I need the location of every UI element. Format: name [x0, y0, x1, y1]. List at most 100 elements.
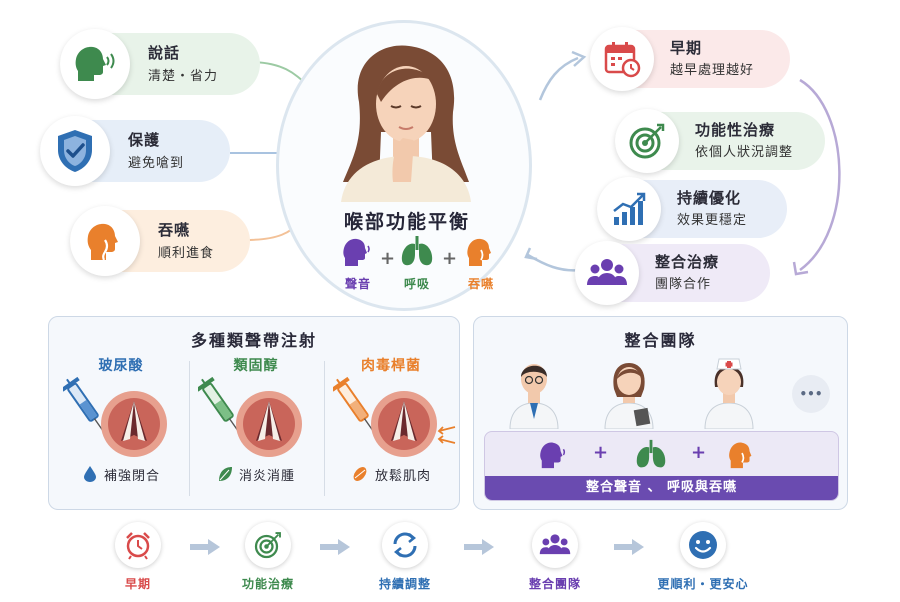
- plus-sign: +: [380, 248, 396, 269]
- water-drop-icon: [83, 466, 96, 482]
- flow-step-label: 早期: [124, 577, 151, 591]
- swallow-head-icon: [729, 442, 752, 469]
- benefit-title: 吞嚥: [158, 220, 191, 239]
- lungs-icon: [401, 236, 433, 266]
- injection-effect: 消炎消腫: [196, 457, 316, 491]
- relax-arrows-icon: [437, 426, 456, 444]
- injection-effect: 補強閉合: [61, 457, 181, 491]
- plus-sign: +: [593, 442, 609, 463]
- growth-chart-icon: [597, 177, 661, 241]
- nurse-icon: [704, 358, 754, 429]
- hub-item-label: 吞嚥: [467, 277, 494, 291]
- step-title: 功能性治療: [695, 121, 776, 140]
- calendar-clock-icon: [590, 27, 654, 91]
- lungs-icon: [636, 439, 666, 468]
- hub-item-label: 聲音: [344, 277, 371, 291]
- flow-step-label: 更順利・更安心: [657, 577, 749, 591]
- syringe-icon: [198, 376, 241, 434]
- flow-step-functional: 功能治療: [218, 522, 318, 592]
- benefit-title: 說話: [148, 43, 181, 62]
- flow-step-label: 整合團隊: [528, 577, 581, 591]
- flow-step-adjust: 持續調整: [355, 522, 455, 592]
- step-integrated-treatment: 整合治療 團隊合作: [575, 241, 770, 305]
- plus-sign: +: [691, 442, 707, 463]
- flow-step-label: 持續調整: [378, 577, 431, 591]
- step-title: 整合治療: [655, 253, 720, 272]
- syringe-icon: [63, 376, 106, 434]
- team-integration-box: + + 整合聲音 、 呼吸與吞嚥: [484, 431, 839, 501]
- flow-arrow-icon: [614, 539, 644, 555]
- team-banner: 整合聲音 、 呼吸與吞嚥: [485, 476, 838, 500]
- vocal-folds-icon: [101, 391, 167, 457]
- alarm-clock-icon: [115, 522, 161, 568]
- step-subtitle: 依個人狀況調整: [695, 145, 794, 161]
- step-subtitle: 越早處理越好: [670, 63, 755, 79]
- target-icon: [245, 522, 291, 568]
- column-divider: [189, 361, 190, 496]
- smile-icon: [680, 522, 726, 568]
- speaking-head-icon: [60, 29, 130, 99]
- hub-item-voice: 聲音: [333, 234, 383, 292]
- injection-effect: 放鬆肌肉: [331, 457, 451, 491]
- hub-item-breathing: 呼吸: [392, 234, 442, 292]
- flow-arrow-icon: [190, 539, 220, 555]
- more-team-button[interactable]: •••: [792, 375, 830, 413]
- flow-step-result: 更順利・更安心: [648, 522, 758, 592]
- target-icon: [615, 109, 679, 173]
- step-subtitle: 效果更穩定: [677, 213, 748, 229]
- flow-step-early: 早期: [88, 522, 188, 592]
- flow-step-label: 功能治療: [241, 577, 294, 591]
- injection-steroid: 類固醇 消炎消腫: [192, 351, 320, 501]
- step-early: 早期 越早處理越好: [590, 27, 790, 91]
- benefit-subtitle: 清楚・省力: [148, 68, 219, 84]
- step-functional-therapy: 功能性治療 依個人狀況調整: [615, 109, 825, 173]
- hub-title: 喉部功能平衡: [343, 211, 470, 233]
- injection-botulinum: 肉毒桿菌 放鬆肌肉: [327, 351, 456, 501]
- flow-arrow-icon: [464, 539, 494, 555]
- leaf-icon: [218, 467, 232, 481]
- throat-balance-hub: 喉部功能平衡 聲音 + 呼吸 + 吞嚥: [276, 20, 538, 311]
- injection-name: 類固醇: [233, 358, 279, 374]
- step-continuous-optimization: 持續優化 效果更穩定: [597, 177, 787, 241]
- injection-panel-title: 多種類聲帶注射: [190, 331, 317, 350]
- column-divider: [324, 361, 325, 496]
- benefit-swallowing: 吞嚥 順利進食: [70, 206, 250, 276]
- injection-effect-label: 消炎消腫: [238, 468, 295, 484]
- step-title: 持續優化: [677, 189, 742, 208]
- team-icon: [575, 241, 639, 305]
- team-panel: 整合團隊 ••• + +: [473, 316, 848, 510]
- benefit-subtitle: 順利進食: [158, 245, 215, 261]
- team-icon: [532, 522, 578, 568]
- step-subtitle: 團隊合作: [655, 277, 712, 293]
- team-panel-title: 整合團隊: [624, 331, 697, 350]
- vocal-folds-icon: [236, 391, 302, 457]
- refresh-cycle-icon: [382, 522, 428, 568]
- hub-item-label: 呼吸: [403, 277, 430, 291]
- benefit-speaking: 說話 清楚・省力: [60, 29, 260, 99]
- shield-check-icon: [40, 116, 110, 186]
- flow-arrow-icon: [320, 539, 350, 555]
- voice-head-icon: [540, 442, 566, 469]
- swallow-head-icon: [467, 238, 491, 266]
- woman-illustration: [341, 45, 471, 202]
- plus-sign: +: [442, 248, 458, 269]
- step-title: 早期: [670, 39, 703, 58]
- benefit-title: 保護: [128, 130, 161, 149]
- benefit-subtitle: 避免嗆到: [128, 155, 185, 171]
- hub-item-swallowing: 吞嚥: [456, 234, 506, 292]
- voice-head-icon: [343, 238, 370, 266]
- syringe-icon: [333, 376, 376, 434]
- injection-hyaluronic: 玻尿酸 補強閉合: [57, 351, 185, 501]
- injection-effect-label: 補強閉合: [103, 468, 160, 484]
- doctor-icon: [509, 364, 559, 429]
- injection-name: 肉毒桿菌: [361, 358, 421, 374]
- swallowing-head-icon: [70, 206, 140, 276]
- flow-step-team: 整合團隊: [505, 522, 605, 592]
- muscle-icon: [353, 467, 367, 481]
- injection-name: 玻尿酸: [98, 358, 144, 374]
- clinician-icon: [604, 363, 654, 429]
- benefit-protection: 保護 避免嗆到: [40, 116, 230, 186]
- injection-effect-label: 放鬆肌肉: [374, 468, 431, 484]
- vocal-folds-icon: [371, 391, 437, 457]
- injection-panel: 多種類聲帶注射 玻尿酸 補強閉合 類固醇: [48, 316, 460, 510]
